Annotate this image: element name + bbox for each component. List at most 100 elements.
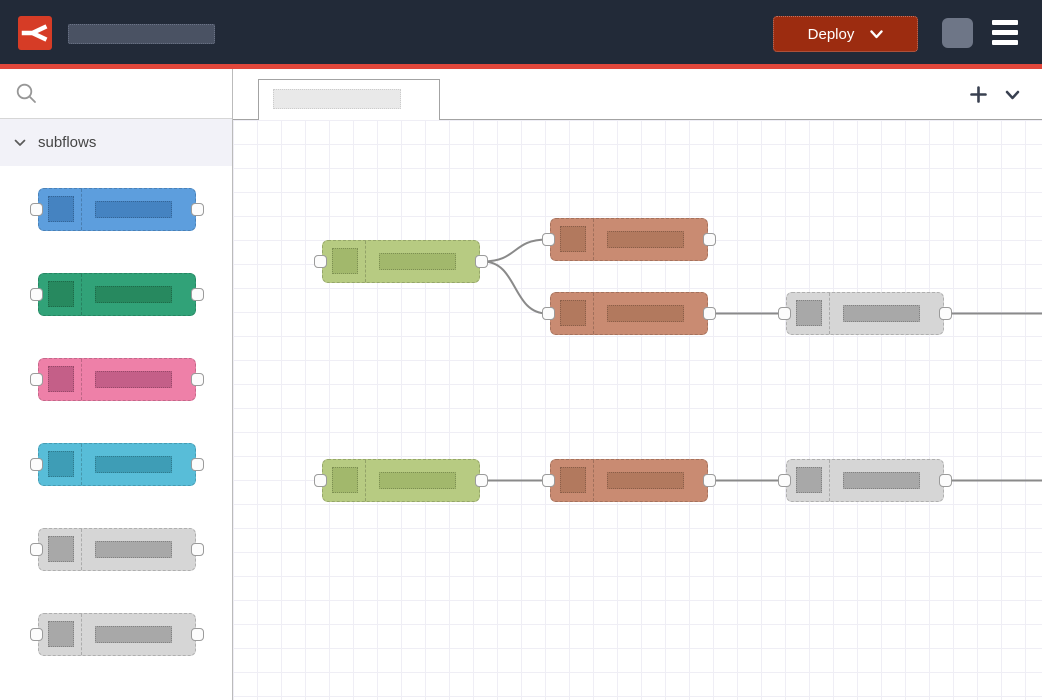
node-label-placeholder bbox=[379, 472, 456, 489]
node-output-port[interactable] bbox=[939, 307, 952, 320]
flow-node-salmon-1[interactable] bbox=[542, 218, 716, 261]
wire[interactable] bbox=[482, 238, 548, 263]
node-divider bbox=[365, 460, 366, 501]
node-output-port[interactable] bbox=[939, 474, 952, 487]
node-output-port bbox=[191, 543, 204, 556]
add-flow-button[interactable] bbox=[970, 86, 987, 103]
flow-node-olive-2[interactable] bbox=[314, 459, 488, 502]
node-input-port bbox=[30, 373, 43, 386]
node-icon-placeholder bbox=[796, 467, 822, 493]
plus-icon bbox=[970, 86, 987, 103]
deploy-button-label: Deploy bbox=[807, 25, 855, 43]
wire-layer bbox=[482, 238, 1042, 482]
palette-section-subflows[interactable]: subflows bbox=[0, 119, 232, 166]
flow-node-salmon-2[interactable] bbox=[542, 292, 716, 335]
node-input-port bbox=[30, 288, 43, 301]
node-icon-placeholder bbox=[48, 536, 74, 562]
node-icon-placeholder bbox=[796, 300, 822, 326]
node-divider bbox=[81, 359, 82, 400]
node-label-placeholder bbox=[607, 305, 684, 322]
node-divider bbox=[81, 274, 82, 315]
node-input-port[interactable] bbox=[542, 233, 555, 246]
node-label-placeholder bbox=[607, 231, 684, 248]
node-output-port[interactable] bbox=[703, 474, 716, 487]
node-icon-placeholder bbox=[560, 226, 586, 252]
node-input-port[interactable] bbox=[542, 307, 555, 320]
flow-title-placeholder bbox=[68, 24, 215, 44]
node-label-placeholder bbox=[379, 253, 456, 270]
node-label-placeholder bbox=[95, 286, 172, 303]
node-output-port[interactable] bbox=[703, 307, 716, 320]
node-icon-placeholder bbox=[332, 467, 358, 493]
palette-node-gray-2[interactable] bbox=[30, 613, 204, 656]
node-input-port bbox=[30, 628, 43, 641]
palette-node-blue[interactable] bbox=[30, 188, 204, 231]
node-divider bbox=[81, 444, 82, 485]
flow-node-gray-1[interactable] bbox=[778, 292, 952, 335]
node-input-port[interactable] bbox=[314, 474, 327, 487]
palette-search-input[interactable] bbox=[0, 69, 232, 119]
flow-canvas[interactable] bbox=[233, 120, 1042, 700]
node-divider bbox=[593, 293, 594, 334]
node-icon-placeholder bbox=[48, 196, 74, 222]
tabbar-actions bbox=[970, 69, 1020, 120]
node-divider bbox=[829, 460, 830, 501]
node-label-placeholder bbox=[843, 305, 920, 322]
node-output-port bbox=[191, 458, 204, 471]
node-icon-placeholder bbox=[560, 467, 586, 493]
node-input-port bbox=[30, 543, 43, 556]
node-icon-placeholder bbox=[48, 451, 74, 477]
chevron-down-icon bbox=[14, 139, 26, 147]
node-output-port bbox=[191, 203, 204, 216]
chevron-down-icon[interactable] bbox=[870, 29, 884, 39]
node-label-placeholder bbox=[95, 626, 172, 643]
user-avatar[interactable] bbox=[942, 18, 973, 48]
node-label-placeholder bbox=[95, 201, 172, 218]
workspace-tabbar bbox=[233, 69, 1042, 120]
node-input-port bbox=[30, 458, 43, 471]
node-output-port[interactable] bbox=[703, 233, 716, 246]
wire[interactable] bbox=[482, 260, 548, 315]
palette-section-label: subflows bbox=[38, 134, 97, 151]
node-divider bbox=[81, 189, 82, 230]
node-icon-placeholder bbox=[48, 281, 74, 307]
node-icon-placeholder bbox=[48, 366, 74, 392]
node-divider bbox=[81, 529, 82, 570]
node-output-port[interactable] bbox=[475, 255, 488, 268]
node-icon-placeholder bbox=[332, 248, 358, 274]
node-label-placeholder bbox=[95, 456, 172, 473]
node-output-port[interactable] bbox=[475, 474, 488, 487]
flow-node-salmon-3[interactable] bbox=[542, 459, 716, 502]
node-red-logo-icon bbox=[18, 16, 52, 50]
list-flows-button[interactable] bbox=[1005, 90, 1020, 100]
workspace-pane bbox=[233, 69, 1042, 700]
node-icon-placeholder bbox=[48, 621, 74, 647]
node-input-port[interactable] bbox=[778, 474, 791, 487]
search-icon bbox=[16, 83, 36, 103]
palette-node-gray-1[interactable] bbox=[30, 528, 204, 571]
node-input-port[interactable] bbox=[542, 474, 555, 487]
node-input-port bbox=[30, 203, 43, 216]
node-label-placeholder bbox=[843, 472, 920, 489]
palette-sidebar: subflows bbox=[0, 69, 233, 700]
node-output-port bbox=[191, 628, 204, 641]
node-label-placeholder bbox=[607, 472, 684, 489]
header-bar: Deploy bbox=[0, 0, 1042, 69]
flow-node-gray-2[interactable] bbox=[778, 459, 952, 502]
hamburger-menu-icon[interactable] bbox=[992, 20, 1018, 45]
node-divider bbox=[593, 460, 594, 501]
node-input-port[interactable] bbox=[778, 307, 791, 320]
node-divider bbox=[365, 241, 366, 282]
flow-node-olive-1[interactable] bbox=[314, 240, 488, 283]
palette-node-pink[interactable] bbox=[30, 358, 204, 401]
chevron-down-icon bbox=[1005, 90, 1020, 99]
palette-node-green[interactable] bbox=[30, 273, 204, 316]
node-divider bbox=[81, 614, 82, 655]
workspace-tab-label-placeholder bbox=[273, 89, 401, 109]
palette-node-cyan[interactable] bbox=[30, 443, 204, 486]
node-divider bbox=[593, 219, 594, 260]
deploy-button[interactable]: Deploy bbox=[773, 16, 918, 52]
workspace-tab[interactable] bbox=[258, 79, 440, 120]
node-input-port[interactable] bbox=[314, 255, 327, 268]
node-divider bbox=[829, 293, 830, 334]
